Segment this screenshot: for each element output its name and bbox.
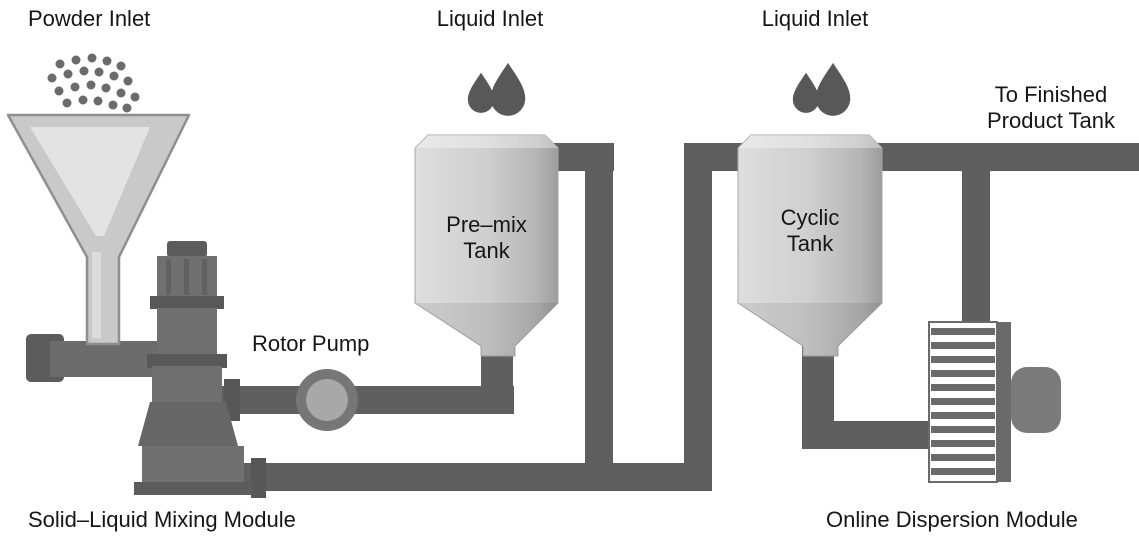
funnel-spout-highlight — [92, 252, 101, 338]
online-dispersion-unit — [928, 321, 1061, 483]
dispersion-fins — [931, 328, 995, 475]
mixer-lower-body — [152, 366, 222, 406]
premix-tank — [414, 134, 559, 357]
pipe-riser-2 — [684, 143, 712, 491]
premix-tank-body — [414, 134, 559, 357]
mixer-base-plate — [134, 482, 252, 495]
label-powder-inlet: Powder Inlet — [28, 6, 151, 31]
mixer-outlet-flange — [251, 458, 266, 498]
pipe-top-segment-1 — [550, 143, 614, 171]
mixer-motor-ridge — [184, 259, 189, 295]
premix-tank-top-face — [415, 135, 558, 148]
label-line: Tank — [463, 238, 510, 263]
pipe-to-finished-product — [870, 143, 1139, 171]
solid-liquid-mixer — [26, 241, 266, 498]
cyclic-tank-body — [737, 134, 883, 357]
pipe-pump-line — [218, 386, 514, 414]
mixer-cone — [138, 402, 238, 446]
pipe-to-dispersion — [802, 421, 942, 449]
label-liquid-inlet-2: Liquid Inlet — [761, 6, 869, 31]
pipe-riser-1 — [585, 143, 613, 491]
mixer-flange-mid — [147, 354, 227, 368]
mixer-arm — [50, 341, 165, 377]
cyclic-tank-top-face — [738, 135, 882, 148]
powder-particles-icon — [47, 53, 140, 113]
label-premix-tank: Pre–mix Tank — [415, 212, 558, 264]
label-mixing-module: Solid–Liquid Mixing Module — [28, 507, 296, 532]
pipe-bottom-line — [244, 463, 712, 491]
label-line: Pre–mix — [446, 212, 527, 237]
label-line: Tank — [786, 231, 834, 256]
pipe-top-segment-2 — [684, 143, 744, 171]
label-to-finished-product-tank: To Finished Product Tank — [963, 82, 1139, 134]
label-line: Product Tank — [986, 108, 1115, 133]
cyclic-tank — [737, 134, 883, 357]
premix-tank-cone-shadow — [415, 303, 558, 356]
label-liquid-inlet-1: Liquid Inlet — [436, 6, 544, 31]
label-rotor-pump: Rotor Pump — [252, 331, 370, 356]
liquid-drop-icon-1 — [467, 62, 526, 116]
label-cyclic-tank: Cyclic Tank — [738, 205, 882, 257]
cyclic-tank-cone-shadow — [738, 303, 882, 356]
mixer-upper-body — [157, 308, 217, 360]
dispersion-frame-bar — [997, 322, 1011, 482]
pump-face — [306, 379, 348, 421]
label-dispersion-module: Online Dispersion Module — [826, 507, 1078, 532]
mixer-motor-ridge — [166, 259, 171, 295]
rotor-pump — [296, 369, 358, 431]
mixer-motor-cap — [167, 241, 207, 257]
mixer-base — [142, 446, 244, 484]
label-line: Cyclic — [780, 205, 840, 230]
pipe-dispersion-riser — [962, 143, 990, 333]
mixer-flange-top — [150, 296, 224, 309]
powder-funnel — [6, 113, 191, 346]
label-line: To Finished — [994, 82, 1108, 107]
dispersion-motor — [1011, 367, 1061, 433]
liquid-drop-icon-2 — [792, 62, 851, 116]
funnel-highlight — [30, 127, 150, 236]
mixer-motor-ridge — [202, 259, 207, 295]
